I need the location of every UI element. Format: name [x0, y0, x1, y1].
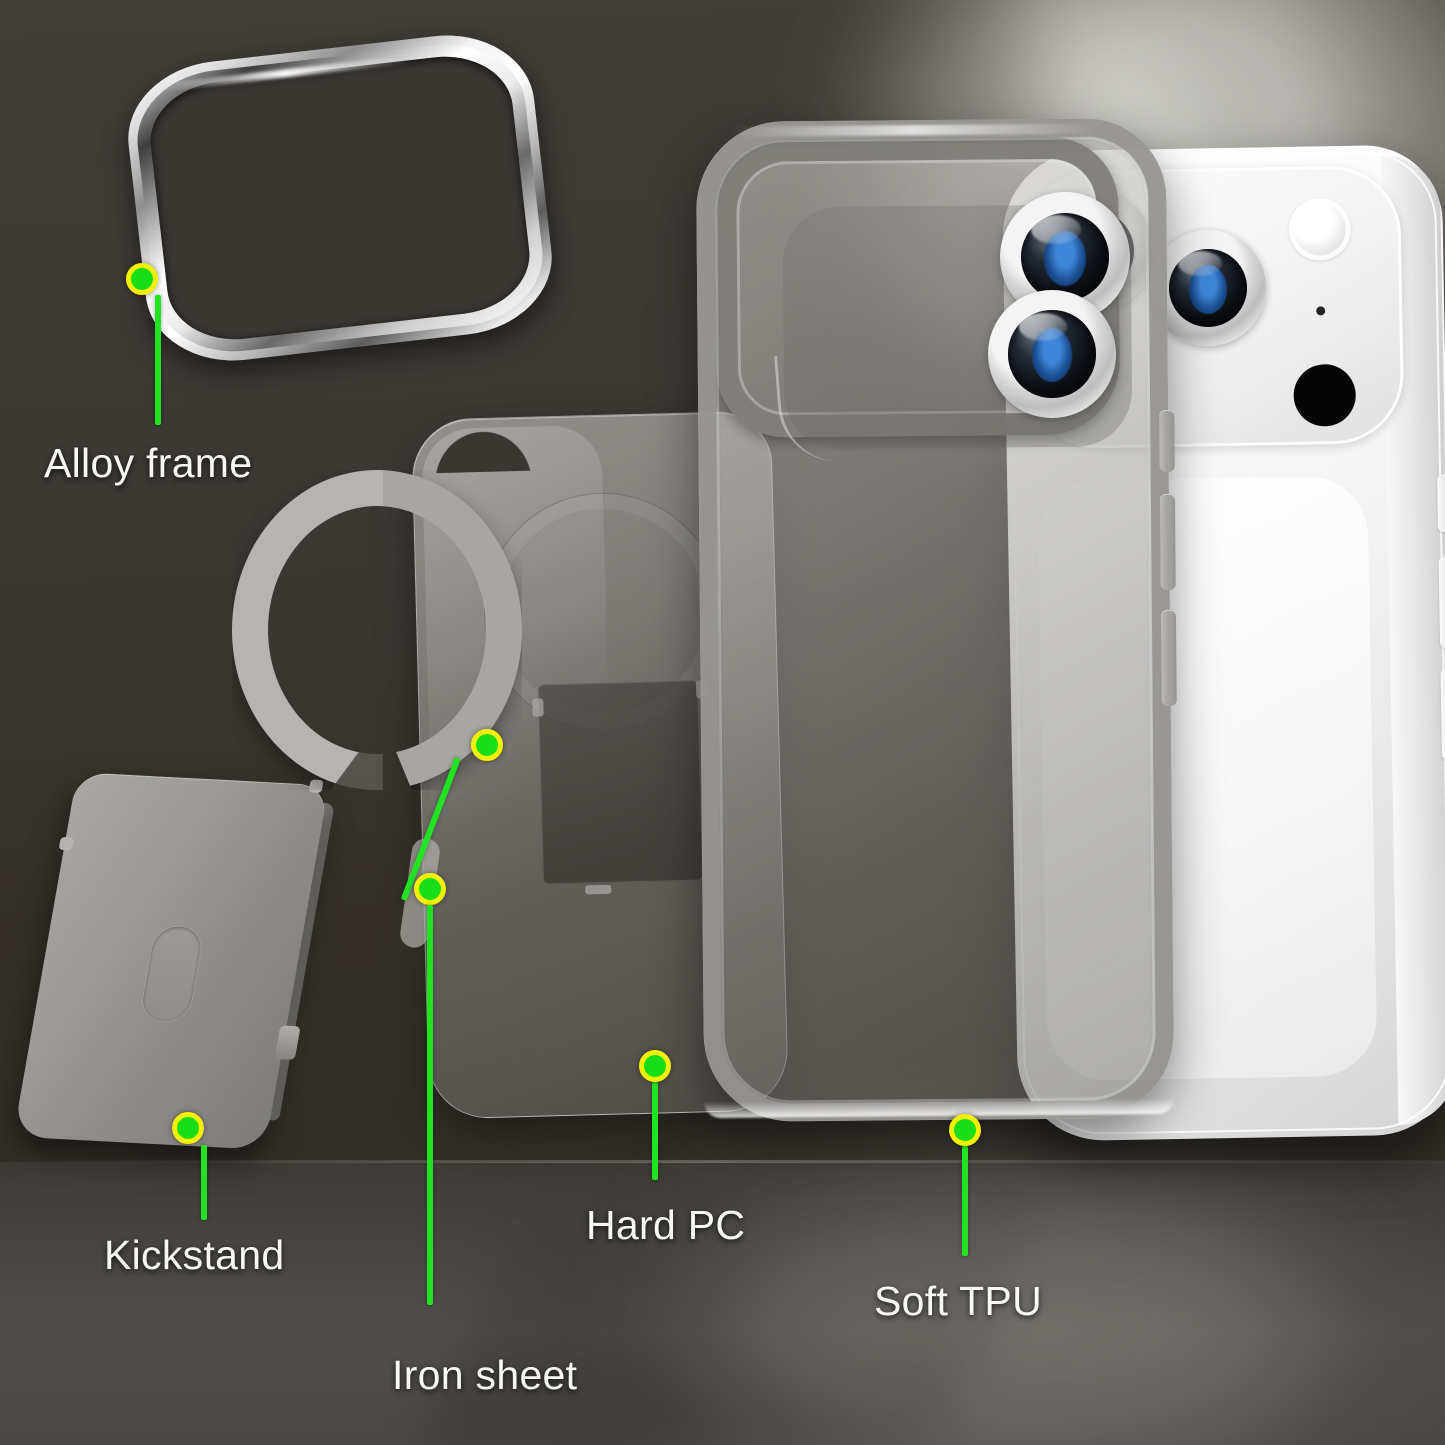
soft-tpu-button-volume-up — [1159, 493, 1176, 591]
phone-button-mute — [1437, 474, 1445, 533]
iron-sheet-part — [232, 470, 522, 790]
callout-dot-kickstand[interactable] — [172, 1112, 204, 1144]
alloy-frame-part — [120, 25, 560, 371]
leader-line-alloy-frame — [155, 295, 161, 425]
callout-dot-iron-sheet[interactable] — [414, 873, 446, 905]
case-camera-lens-2 — [988, 290, 1116, 418]
callout-dot-soft-tpu[interactable] — [949, 1114, 981, 1146]
hard-pc-clip-bottom — [585, 884, 612, 895]
callout-label-kickstand: Kickstand — [104, 1232, 285, 1278]
callout-label-iron-sheet: Iron sheet — [392, 1352, 578, 1398]
soft-tpu-button-mute — [1159, 409, 1175, 473]
leader-line-hard-pc — [652, 1082, 658, 1180]
alloy-frame-opening — [144, 49, 536, 347]
horizon-line — [0, 1160, 1445, 1163]
callout-label-soft-tpu: Soft TPU — [874, 1278, 1042, 1324]
callout-label-alloy-frame: Alloy frame — [44, 440, 253, 486]
callout-label-hard-pc: Hard PC — [586, 1202, 746, 1248]
leader-line-kickstand — [201, 1145, 207, 1220]
soft-tpu-button-volume-down — [1160, 609, 1177, 707]
phone-camera-lens-2 — [1150, 230, 1266, 346]
phone-button-volume-down — [1440, 668, 1445, 761]
callout-dot-alloy-frame[interactable] — [126, 263, 158, 295]
hard-pc-clip-left — [532, 698, 544, 717]
leader-line-iron-sheet — [427, 905, 433, 1305]
hard-pc-kickstand-recess — [537, 680, 704, 885]
floor-surface — [0, 1162, 1445, 1445]
callout-dot-iron-sheet-anchor[interactable] — [471, 729, 503, 761]
leader-line-soft-tpu — [962, 1146, 968, 1256]
microphone-icon — [1316, 306, 1326, 316]
callout-dot-hard-pc[interactable] — [639, 1050, 671, 1082]
hard-pc-top-notch — [416, 412, 549, 474]
phone-button-volume-up — [1438, 556, 1445, 649]
